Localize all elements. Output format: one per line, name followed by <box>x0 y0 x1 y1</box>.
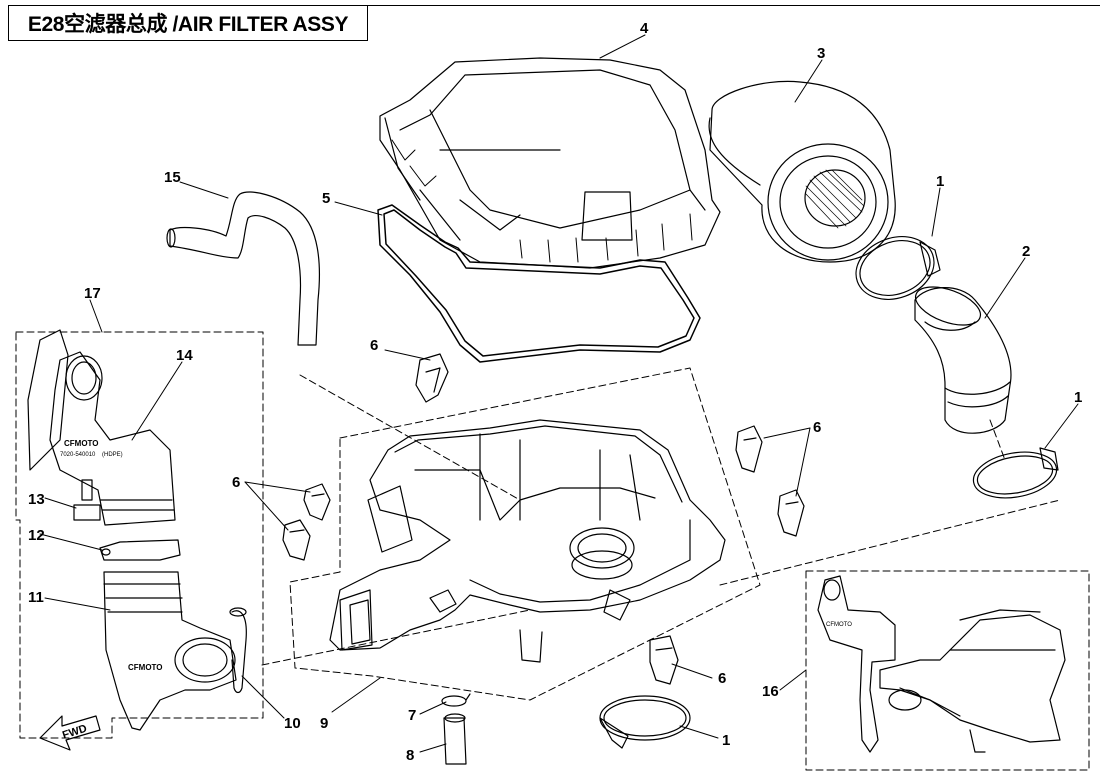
leader-dash-b <box>261 609 531 666</box>
callout-13: 13 <box>28 491 45 508</box>
callout-numbers: 4 3 1 2 1 5 15 6 6 6 6 1 17 14 13 12 11 … <box>28 20 1082 764</box>
part-clip-left-a <box>303 483 331 521</box>
part-filter-element <box>708 80 896 263</box>
leader-dash-a <box>299 374 521 501</box>
part-drain-tube <box>443 713 467 765</box>
callout-7: 7 <box>408 707 416 724</box>
callout-1-right: 1 <box>1074 389 1082 406</box>
logo-part-number: 7020-540010 <box>60 452 96 458</box>
logo-cfmoto-lower: CFMOTO <box>128 663 163 672</box>
dashed-boundaries <box>15 331 1090 771</box>
leader-dash-c <box>719 499 1061 586</box>
part-gasket <box>377 204 701 363</box>
fwd-arrow: FWD <box>39 715 101 751</box>
callout-14: 14 <box>176 347 193 364</box>
leader-dash-d <box>989 419 1006 461</box>
lid-clips <box>391 139 693 263</box>
part-clamp-lower <box>599 695 691 749</box>
callout-1-upper: 1 <box>936 173 944 190</box>
top-rule <box>368 5 1100 6</box>
callout-16: 16 <box>762 683 779 700</box>
part-clip-left-b <box>282 519 311 561</box>
callout-9: 9 <box>320 715 328 732</box>
part-drain-clip <box>441 693 471 707</box>
callout-11: 11 <box>28 589 44 606</box>
callout-10: 10 <box>284 715 301 732</box>
part-clip-bottom <box>649 635 679 685</box>
logo-cfmoto-assembled: CFMOTO <box>826 622 852 628</box>
callout-6-top: 6 <box>370 337 378 354</box>
callout-6-bottom: 6 <box>718 670 726 687</box>
callout-6-right: 6 <box>813 419 821 436</box>
callout-3: 3 <box>817 45 825 62</box>
callout-8: 8 <box>406 747 414 764</box>
logo-cfmoto-upper: CFMOTO <box>64 439 99 448</box>
boundary-17 <box>15 331 264 739</box>
boundary-9 <box>289 367 761 701</box>
callout-15: 15 <box>164 169 181 186</box>
callout-2: 2 <box>1022 243 1030 260</box>
part-intake-duct <box>914 286 1012 434</box>
callout-6-left: 6 <box>232 474 240 491</box>
callout-4: 4 <box>640 20 649 37</box>
leader-lines <box>39 34 1079 753</box>
part-airbox-lid <box>379 57 721 269</box>
page-title: E28空滤器总成 /AIR FILTER ASSY <box>27 13 349 36</box>
part-inlet-housing: CFMOTO <box>103 571 237 731</box>
filter-pleats <box>805 169 865 229</box>
callout-1-lower: 1 <box>722 732 730 749</box>
part-clamp-upper <box>855 236 941 300</box>
callout-17: 17 <box>84 285 101 302</box>
part-breather-tube <box>166 191 320 346</box>
title-box: E28空滤器总成 /AIR FILTER ASSY <box>8 5 368 41</box>
part-clip-right-b <box>777 489 805 537</box>
part-airbox-base <box>329 419 726 663</box>
part-bolt <box>73 479 101 521</box>
part-clip-right-a <box>735 425 763 473</box>
callout-5: 5 <box>322 190 330 207</box>
boundary-16 <box>805 570 1090 771</box>
part-inlet-elbow: CFMOTO 7020-540010 (HDPE) <box>27 329 176 526</box>
part-clamp-right <box>972 447 1059 499</box>
part-gasket-plate <box>99 539 181 561</box>
logo-material: (HDPE) <box>102 452 123 458</box>
part-clip-top <box>415 353 449 403</box>
part-ring-clamp <box>229 607 247 694</box>
callout-12: 12 <box>28 527 45 544</box>
part-assembled-view: CFMOTO <box>817 575 1066 753</box>
